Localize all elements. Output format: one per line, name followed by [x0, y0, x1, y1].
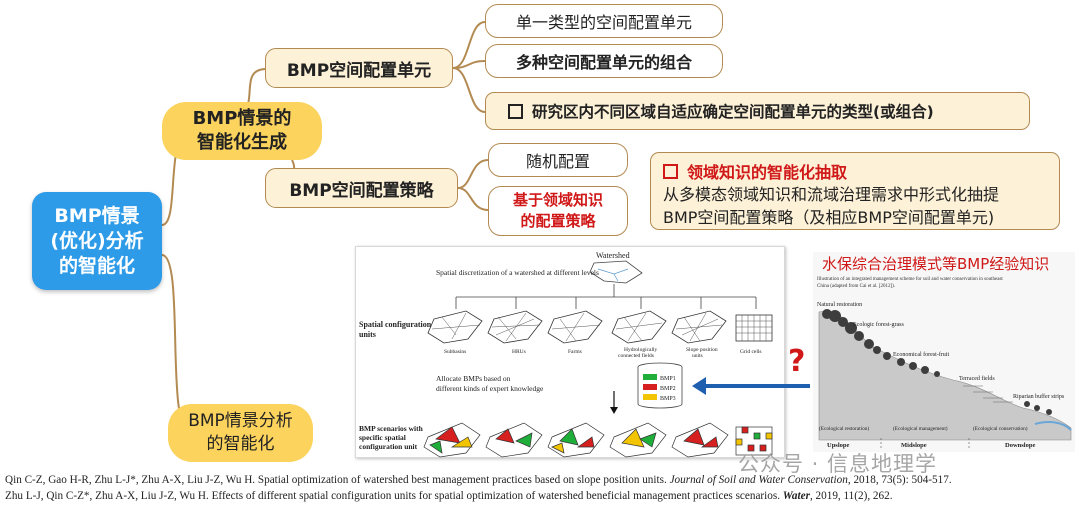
svg-text:BMP2: BMP2 [660, 386, 676, 392]
option-knowledge-based-label: 基于领域知识 的配置策略 [512, 191, 603, 230]
svg-text:HRUs: HRUs [512, 349, 526, 355]
note-knowledge-body: 从多模态领域知识和流域治理需求中形式化抽提 BMP空间配置策略（及相应BMP空间… [663, 185, 1000, 227]
note-knowledge-title-text: 领域知识的智能化抽取 [687, 163, 848, 182]
label-ecological-conservation: (Ecological conservation) [973, 425, 1028, 432]
node-config-strategy: BMP空间配置策略 [265, 168, 458, 208]
vegetation-icons [822, 309, 1052, 415]
svg-text:Hydrologically: Hydrologically [624, 347, 658, 353]
label-riparian-buffer: Riparian buffer strips [1013, 393, 1065, 400]
svg-text:Subbasins: Subbasins [444, 349, 466, 355]
svg-text:Grid cells: Grid cells [740, 349, 762, 355]
watermark: 公众号 · 信息地理学 [738, 452, 938, 476]
figure-bmp-configuration: Watershed Spatial discretization of a wa… [355, 246, 785, 458]
branch-intelligent-analysis: BMP情景分析 的智能化 [168, 404, 313, 462]
svg-text:BMP1: BMP1 [660, 376, 676, 382]
citation-2: Zhu L-J, Qin C-Z*, Zhu A-X, Liu J-Z, Wu … [5, 490, 893, 502]
svg-text:Farms: Farms [568, 349, 582, 355]
option-knowledge-based: 基于领域知识 的配置策略 [488, 186, 628, 236]
node-config-unit: BMP空间配置单元 [265, 48, 453, 88]
node-config-strategy-label: BMP空间配置策略 [289, 180, 434, 201]
label-midslope: Midslope [901, 442, 927, 449]
svg-text:units: units [692, 353, 703, 359]
branch-intelligent-generation: BMP情景的 智能化生成 [162, 102, 322, 160]
figure-bmp-configuration-svg: Watershed Spatial discretization of a wa… [359, 251, 773, 458]
node-config-unit-label: BMP空间配置单元 [286, 60, 432, 81]
label-ecological-management: (Ecological management) [893, 425, 948, 432]
svg-text:BMP3: BMP3 [660, 396, 676, 402]
option-single-unit: 单一类型的空间配置单元 [485, 4, 723, 38]
label-ecological-restoration: (Ecological restoration) [819, 425, 869, 432]
checkbox-square-icon [508, 103, 523, 119]
figure-soil-water-scheme: Illustration of an integrated management… [813, 252, 1075, 452]
label-downslope: Downslope [1005, 442, 1035, 449]
fig-watershed-title: Watershed [596, 251, 630, 260]
option-combined-units-label: 多种空间配置单元的组合 [515, 53, 692, 72]
note-adaptive-unit: 研究区内不同区域自适应确定空间配置单元的类型(或组合) [485, 92, 1030, 130]
option-random: 随机配置 [488, 143, 628, 177]
label-terraced-fields: Terraced fields [959, 375, 995, 382]
root-node: BMP情景 (优化)分析 的智能化 [32, 192, 162, 290]
figure-right-title: 水保综合治理模式等BMP经验知识 [822, 255, 1050, 273]
question-mark: ? [788, 344, 806, 379]
citation-1: Qin C-Z, Gao H-R, Zhu L-J*, Zhu A-X, Liu… [5, 474, 952, 486]
watershed-shape [589, 260, 643, 284]
note-knowledge-extraction: 领域知识的智能化抽取 从多模态领域知识和流域治理需求中形式化抽提 BMP空间配置… [650, 152, 1060, 230]
figure-soil-water-scheme-svg: Illustration of an integrated management… [817, 277, 1072, 450]
label-economical-forest: Economical forest-fruit [893, 351, 949, 358]
fig-right-caption: Illustration of an integrated management… [817, 277, 1004, 289]
fig-unit-names: Subbasins HRUs Farms Hydrologicallyconne… [444, 347, 762, 359]
note-adaptive-unit-text: 研究区内不同区域自适应确定空间配置单元的类型(或组合) [532, 103, 934, 121]
label-upslope: Upslope [827, 442, 850, 449]
unit-map-thumbnails [427, 310, 773, 344]
checkbox-square-icon [663, 163, 678, 179]
fig-discretization-text: Spatial discretization of a watershed at… [436, 268, 599, 277]
svg-text:Slope position: Slope position [686, 347, 718, 353]
svg-text:connected fields: connected fields [618, 352, 654, 359]
knowledge-arrow-icon [692, 377, 810, 395]
option-random-label: 随机配置 [525, 152, 590, 171]
label-natural-restoration: Natural restoration [817, 302, 862, 308]
bmp-database-icon: BMP1 BMP2 BMP3 [637, 362, 683, 409]
note-knowledge-title: 领域知识的智能化抽取 [663, 159, 1049, 183]
scenario-maps [423, 422, 773, 458]
label-ecologic-forest: Ecologic forest-grass [853, 321, 904, 328]
option-combined-units: 多种空间配置单元的组合 [485, 44, 723, 78]
option-single-unit-label: 单一类型的空间配置单元 [515, 13, 692, 32]
